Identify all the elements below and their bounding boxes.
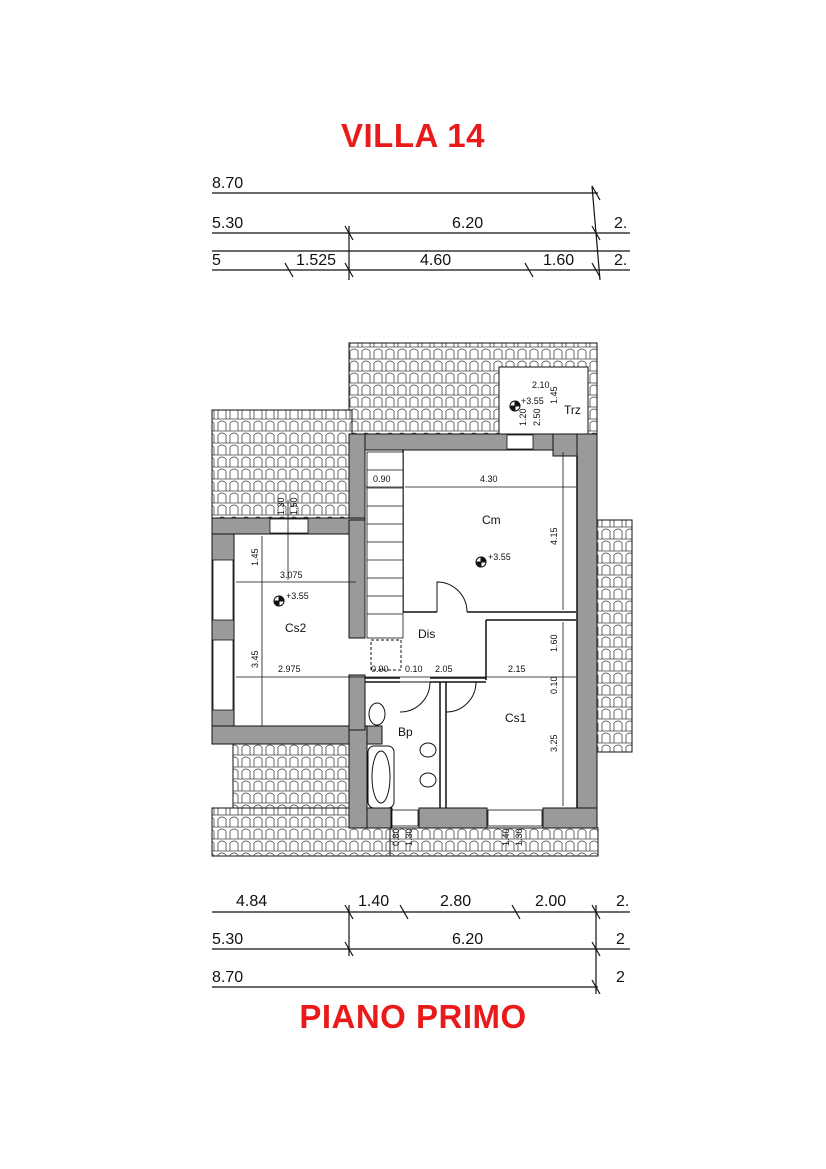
dim-label: 1.45 [250,548,260,566]
dim-label: +3.55 [488,552,511,562]
dim-label: 1.40 [501,828,511,846]
dim-total-width: 8.70 [212,175,243,192]
floor-title: PIANO PRIMO [299,998,527,1035]
bottom-dimension-lines [212,904,630,995]
dim-b-row1-b: 1.40 [358,893,389,910]
room-cs1: Cs1 [505,711,527,725]
dim-b-row2-b: 6.20 [452,931,483,948]
dim-label: 0.10 [405,664,423,674]
dim-row3-b: 1.525 [296,252,336,269]
room-cm: Cm [482,513,501,527]
dim-label: 0.10 [549,676,559,694]
dim-label: 3.075 [280,570,303,580]
dim-label: 1.30 [514,828,524,846]
dim-b-row3-b: 2 [616,969,625,986]
inner-dimension-labels: 0.90 4.30 4.15 +3.55 1.45 3.075 +3.55 3.… [250,380,559,846]
bathroom-fixtures [367,639,437,809]
top-dimension-labels: 8.70 5.30 6.20 2. 5 1.525 4.60 1.60 2. [212,175,627,269]
bottom-dimension-labels: 4.84 1.40 2.80 2.00 2. 5.30 6.20 2 8.70 … [212,893,629,986]
room-labels: Cm Cs2 Cs1 Dis Bp Trz [285,403,581,739]
dim-label: 2.50 [532,408,542,426]
dim-right-section: 2. [614,215,627,232]
dim-b-row2-a: 5.30 [212,931,243,948]
dim-label: 4.15 [549,527,559,545]
dim-b-row1-d: 2.00 [535,893,566,910]
dim-label: 1.20 [518,408,528,426]
villa-title: VILLA 14 [341,117,485,154]
dim-b-row2-c: 2 [616,931,625,948]
dim-label: 1.45 [549,386,559,404]
room-dis: Dis [418,627,435,641]
dim-b-row1-c: 2.80 [440,893,471,910]
dim-label: 0.80 [391,828,401,846]
dim-label: 3.25 [549,734,559,752]
dim-row3-d: 1.60 [543,252,574,269]
dim-row3-a: 5 [212,252,221,269]
dim-left-section: 5.30 [212,215,243,232]
roof-tiles [211,342,633,857]
dim-label: 0.90 [373,474,391,484]
room-cs2: Cs2 [285,621,307,635]
terrace-area [498,366,589,435]
dim-row3-c: 4.60 [420,252,451,269]
dim-label: 0.90 [371,664,389,674]
dim-label: 2.05 [435,664,453,674]
dim-label: 1.50 [289,497,299,515]
top-dimension-lines [212,185,630,281]
dim-label: 1.60 [549,634,559,652]
dim-label: +3.55 [286,591,309,601]
dim-label: 3.45 [250,650,260,668]
windows [212,434,543,827]
dim-label: 2.10 [532,380,550,390]
dim-label: 1.30 [404,828,414,846]
staircase [366,451,404,639]
dim-row3-e: 2. [614,252,627,269]
dim-label: 4.30 [480,474,498,484]
dim-label: 2.15 [508,664,526,674]
dim-label: 1.30 [276,497,286,515]
level-markers [273,400,521,607]
room-bp: Bp [398,725,413,739]
room-trz: Trz [564,403,581,417]
dim-b-row1-a: 4.84 [236,893,267,910]
dim-b-row1-e: 2. [616,893,629,910]
dim-label: +3.55 [521,396,544,406]
dim-b-row3-a: 8.70 [212,969,243,986]
room-dimension-lines [236,452,576,806]
dim-label: 2.975 [278,664,301,674]
door-swings [399,581,487,713]
dim-center-section: 6.20 [452,215,483,232]
